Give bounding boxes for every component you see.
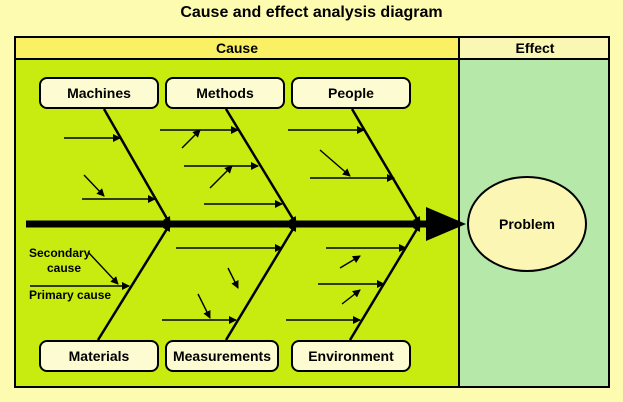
spine-arrowhead: [426, 207, 466, 241]
bone-measurements: [224, 223, 298, 341]
secondary-cause-arrow: [83, 174, 105, 197]
secondary-cause-arrow: [209, 165, 233, 189]
effect-header: Effect: [460, 38, 608, 60]
cause-header: Cause: [16, 38, 460, 60]
secondary-cause-arrow: [181, 129, 201, 149]
secondary-cause-arrow: [319, 149, 351, 177]
secondary-cause-arrow: [341, 289, 361, 305]
category-box-machines: Machines: [39, 77, 159, 109]
bone-machines: [102, 108, 172, 225]
primary-cause-label: Primary cause: [29, 288, 112, 302]
bone-materials: [96, 223, 172, 341]
diagram-title: Cause and effect analysis diagram: [180, 4, 443, 21]
category-box-methods: Methods: [165, 77, 285, 109]
category-box-people: People: [291, 77, 411, 109]
bone-environment: [348, 223, 422, 341]
secondary-cause-arrow: [197, 293, 211, 319]
bone-people: [350, 108, 422, 225]
category-box-measurements: Measurements: [165, 340, 279, 372]
effect-ellipse-problem: Problem: [467, 176, 587, 272]
category-box-materials: Materials: [39, 340, 159, 372]
secondary-cause-label-line2: cause: [47, 261, 82, 275]
secondary-cause-arrow: [339, 255, 361, 269]
category-box-environment: Environment: [291, 340, 411, 372]
secondary-cause-arrow: [87, 251, 119, 285]
secondary-cause-label-line1: Secondary: [29, 246, 91, 260]
secondary-cause-arrow: [227, 267, 239, 289]
